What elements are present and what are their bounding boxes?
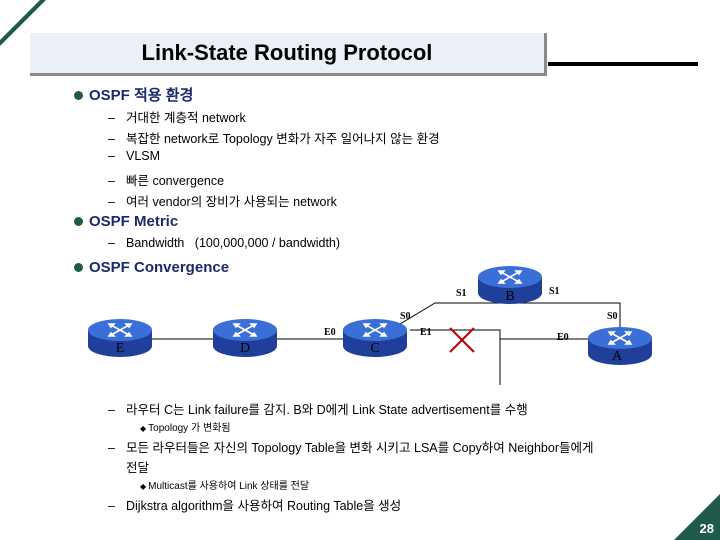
interface-label: E0 xyxy=(557,332,569,343)
interface-label: S0 xyxy=(400,311,411,322)
router-label: A xyxy=(612,349,623,364)
title-rule xyxy=(548,62,698,66)
link-failure-x-icon xyxy=(449,327,475,353)
section-heading-ospf-environment: OSPF 적용 환경 xyxy=(74,84,193,105)
router-label: B xyxy=(505,289,514,304)
note-subline: ◆Topology 가 변화됨 xyxy=(140,423,231,434)
slide-title-text: Link-State Routing Protocol xyxy=(141,40,433,65)
router-label: C xyxy=(370,341,379,356)
interface-label: E0 xyxy=(324,327,336,338)
diamond-bullet-icon: ◆ xyxy=(140,482,147,491)
note-line-continued: 전달 xyxy=(126,461,150,475)
page-number-corner xyxy=(674,494,720,540)
interface-label: S1 xyxy=(549,286,560,297)
section-heading-ospf-metric: OSPF Metric xyxy=(74,213,178,230)
bullet-dot-icon xyxy=(74,216,83,226)
interface-label: S0 xyxy=(607,311,618,322)
list-item: –거대한 계층적 network xyxy=(108,111,246,125)
interface-label: S1 xyxy=(456,288,467,299)
list-item: –여러 vendor의 장비가 사용되는 network xyxy=(108,195,337,209)
note-line: –라우터 C는 Link failure를 감지. B와 D에게 Link St… xyxy=(108,403,528,417)
list-item: –VLSM xyxy=(108,149,161,163)
diamond-bullet-icon: ◆ xyxy=(140,424,147,433)
note-subline: ◆Multicast를 사용하여 Link 상태를 전달 xyxy=(140,481,310,492)
slide-title: Link-State Routing Protocol xyxy=(30,33,547,76)
page-number: 28 xyxy=(699,521,714,536)
link-c-e1 xyxy=(410,329,501,385)
router-label: D xyxy=(240,341,250,356)
bullet-dot-icon xyxy=(74,90,83,100)
note-line: –모든 라우터들은 자신의 Topology Table을 변화 시키고 LSA… xyxy=(108,441,594,455)
list-item: –Bandwidth (100,000,000 / bandwidth) xyxy=(108,236,341,250)
bullet-dot-icon xyxy=(74,262,83,272)
note-line: –Dijkstra algorithm을 사용하여 Routing Table을… xyxy=(108,499,402,513)
router-label: E xyxy=(116,341,125,356)
section-heading-ospf-convergence: OSPF Convergence xyxy=(74,259,229,276)
interface-label: E1 xyxy=(420,327,432,338)
list-item: –복잡한 network로 Topology 변화가 자주 일어나지 않는 환경 xyxy=(108,132,440,146)
list-item: –빠른 convergence xyxy=(108,174,225,188)
